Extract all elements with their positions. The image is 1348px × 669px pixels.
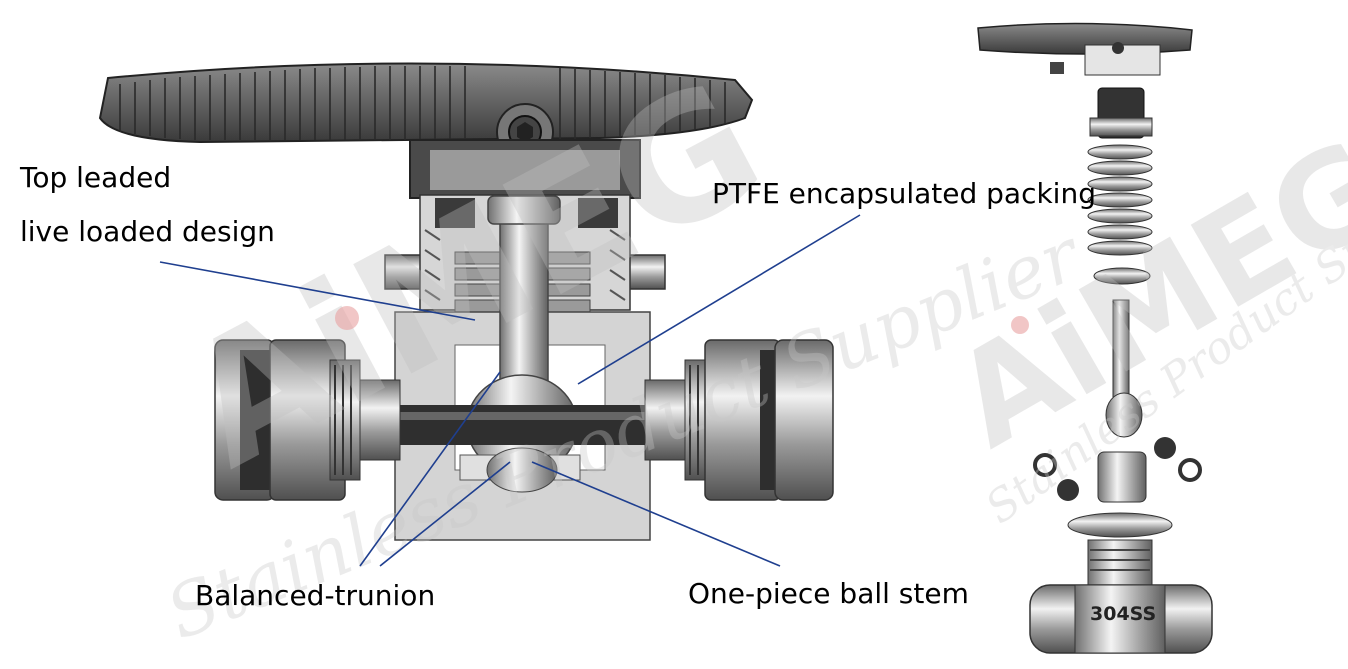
label-one-piece-ball-stem: One-piece ball stem — [688, 577, 969, 610]
leader-stem — [531, 461, 781, 567]
valve-body — [394, 195, 651, 541]
exploded-view — [977, 22, 1213, 654]
spring — [1087, 144, 1153, 256]
leader-trunion — [359, 371, 501, 567]
main-valve — [98, 62, 834, 541]
watermark-dot-2 — [1011, 316, 1029, 334]
leader-lines — [159, 214, 861, 567]
leader-trunion-2 — [379, 461, 511, 567]
leader-top — [159, 261, 476, 321]
body-stamp-304ss: 304SS — [1090, 603, 1157, 625]
right-fitting — [644, 339, 834, 501]
watermark-dot — [335, 306, 359, 330]
leader-ptfe — [577, 214, 861, 385]
handle — [98, 62, 754, 199]
label-top-leaded: Top leaded — [20, 161, 172, 194]
label-balanced-trunion: Balanced-trunion — [195, 579, 436, 612]
left-fitting — [214, 339, 401, 501]
label-live-loaded-design: live loaded design — [20, 215, 275, 248]
label-ptfe-packing: PTFE encapsulated packing — [712, 177, 1096, 210]
